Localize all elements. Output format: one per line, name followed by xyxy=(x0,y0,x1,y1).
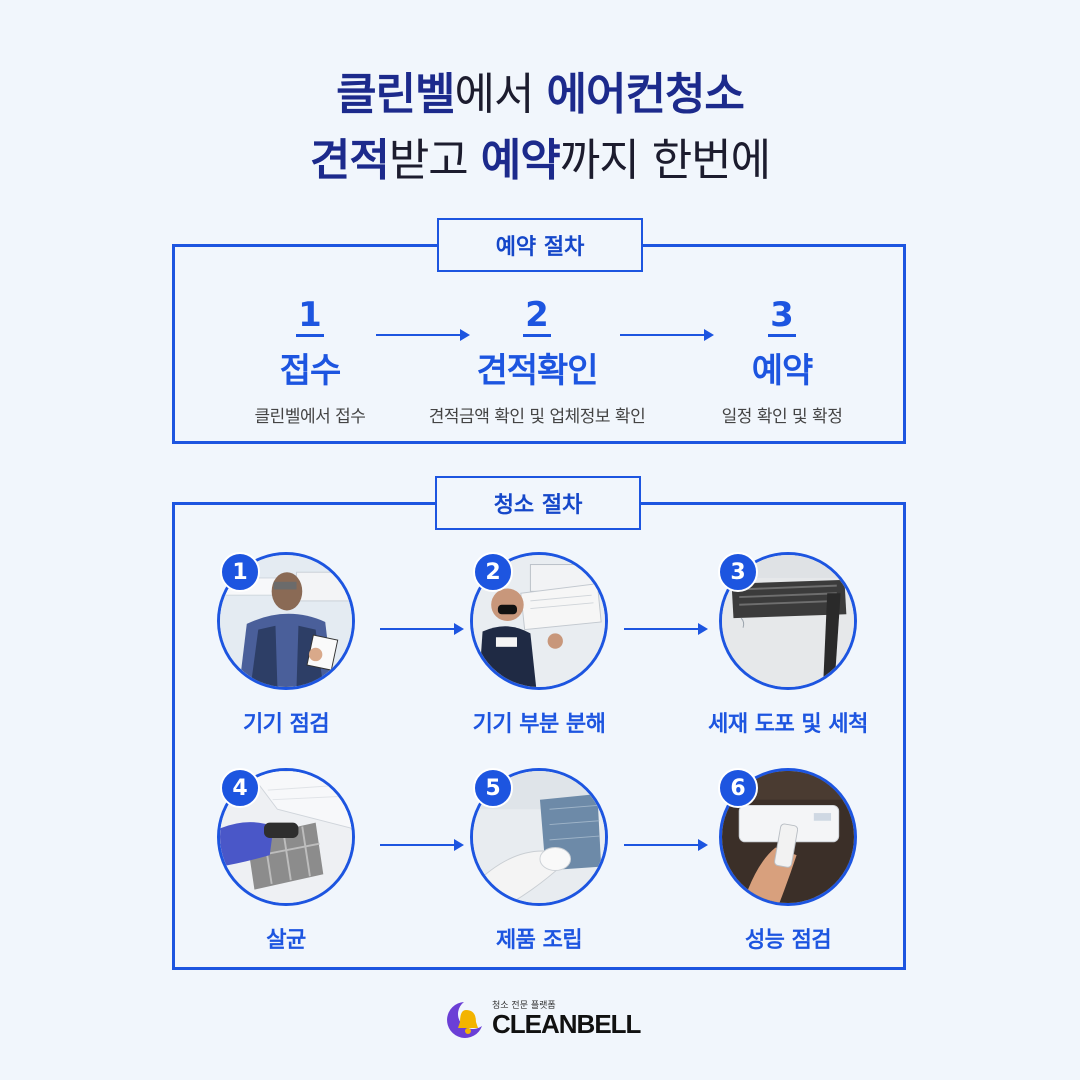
headline-line-1: 클린벨에서 에어컨청소 xyxy=(0,62,1080,128)
step-number: 2 xyxy=(523,295,551,337)
step-title: 예약 xyxy=(751,351,814,391)
arrow-icon xyxy=(380,623,464,635)
step-badge: 3 xyxy=(718,552,758,592)
headline: 클린벨에서 에어컨청소 견적받고 예약까지 한번에 xyxy=(0,62,1080,194)
headline-bold: 에어컨청소 xyxy=(546,69,745,120)
cleaning-step-1: 1 기기 점검 xyxy=(166,552,406,738)
reservation-tag: 예약 절차 xyxy=(437,218,643,272)
step-number: 1 xyxy=(296,295,324,337)
step-badge: 5 xyxy=(473,768,513,808)
headline-regular: 에서 xyxy=(454,69,547,120)
cleaning-step-4: 4 살균 xyxy=(166,768,406,954)
cleaning-step-6: 6 성능 점검 xyxy=(668,768,908,954)
logo-wordmark: CLEANBELL xyxy=(492,1009,641,1039)
step-description: 클린벨에서 접수 xyxy=(254,407,366,427)
cleaning-step-3: 3 세재 도포 및 세척 xyxy=(668,552,908,738)
logo-tagline: 청소 전문 플랫폼 xyxy=(492,1001,556,1011)
cleanbell-logo: 청소 전문 플랫폼 CLEANBELL xyxy=(440,996,641,1046)
arrow-icon xyxy=(376,329,470,341)
headline-bold: 클린벨 xyxy=(336,69,455,120)
headline-bold: 견적 xyxy=(309,135,390,186)
headline-regular: 까지 한번에 xyxy=(559,135,771,186)
arrow-icon xyxy=(380,839,464,851)
step-label: 기기 부분 분해 xyxy=(472,712,606,737)
step-label: 제품 조립 xyxy=(495,928,583,953)
reservation-step-1: 1 접수 클린벨에서 접수 xyxy=(170,296,450,427)
arrow-icon xyxy=(620,329,714,341)
step-badge: 2 xyxy=(473,552,513,592)
step-label: 기기 점검 xyxy=(242,712,330,737)
headline-line-2: 견적받고 예약까지 한번에 xyxy=(0,128,1080,194)
step-title: 견적확인 xyxy=(476,351,598,391)
bell-logo-icon xyxy=(447,1002,482,1038)
step-number: 3 xyxy=(768,295,796,337)
arrow-icon xyxy=(624,839,708,851)
arrow-icon xyxy=(624,623,708,635)
cleaning-step-5: 5 제품 조립 xyxy=(419,768,659,954)
ac-washing-photo-icon xyxy=(719,552,857,690)
step-badge: 4 xyxy=(220,768,260,808)
step-description: 견적금액 확인 및 업체정보 확인 xyxy=(428,407,646,427)
step-badge: 6 xyxy=(718,768,758,808)
step-title: 접수 xyxy=(279,351,342,391)
step-description: 일정 확인 및 확정 xyxy=(721,407,843,427)
reservation-step-2: 2 견적확인 견적금액 확인 및 업체정보 확인 xyxy=(397,296,677,427)
step-label: 성능 점검 xyxy=(744,928,832,953)
cleaning-tag: 청소 절차 xyxy=(435,476,641,530)
cleaning-step-2: 2 기기 부분 분해 xyxy=(419,552,659,738)
step-label: 살균 xyxy=(266,928,306,953)
step-label: 세재 도포 및 세척 xyxy=(708,712,868,737)
step-badge: 1 xyxy=(220,552,260,592)
headline-regular: 받고 xyxy=(388,135,481,186)
reservation-step-3: 3 예약 일정 확인 및 확정 xyxy=(642,296,922,427)
headline-bold: 예약 xyxy=(480,135,561,186)
